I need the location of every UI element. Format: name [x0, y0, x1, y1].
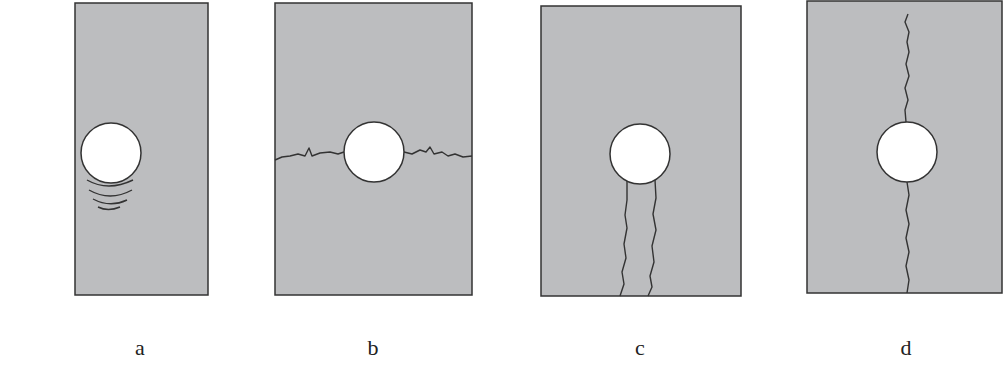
- crack: [98, 207, 120, 210]
- specimen-panel: [275, 3, 472, 295]
- hole: [81, 123, 141, 183]
- panel-label: a: [135, 335, 145, 361]
- specimen-panel: [75, 3, 208, 295]
- hole: [877, 122, 937, 182]
- crack: [620, 181, 627, 296]
- hole: [344, 122, 404, 182]
- hole: [610, 124, 670, 184]
- panel-label: b: [368, 335, 379, 361]
- specimen-panel: [541, 6, 741, 296]
- panel-label: d: [901, 335, 912, 361]
- specimen-panel: [807, 1, 1002, 293]
- crack: [905, 14, 909, 122]
- crack: [648, 180, 656, 296]
- crack: [93, 199, 127, 204]
- crack: [404, 147, 472, 157]
- panel-label: c: [635, 335, 645, 361]
- crack: [906, 182, 909, 293]
- crack: [89, 190, 132, 196]
- crack: [275, 148, 344, 160]
- crack: [87, 180, 133, 186]
